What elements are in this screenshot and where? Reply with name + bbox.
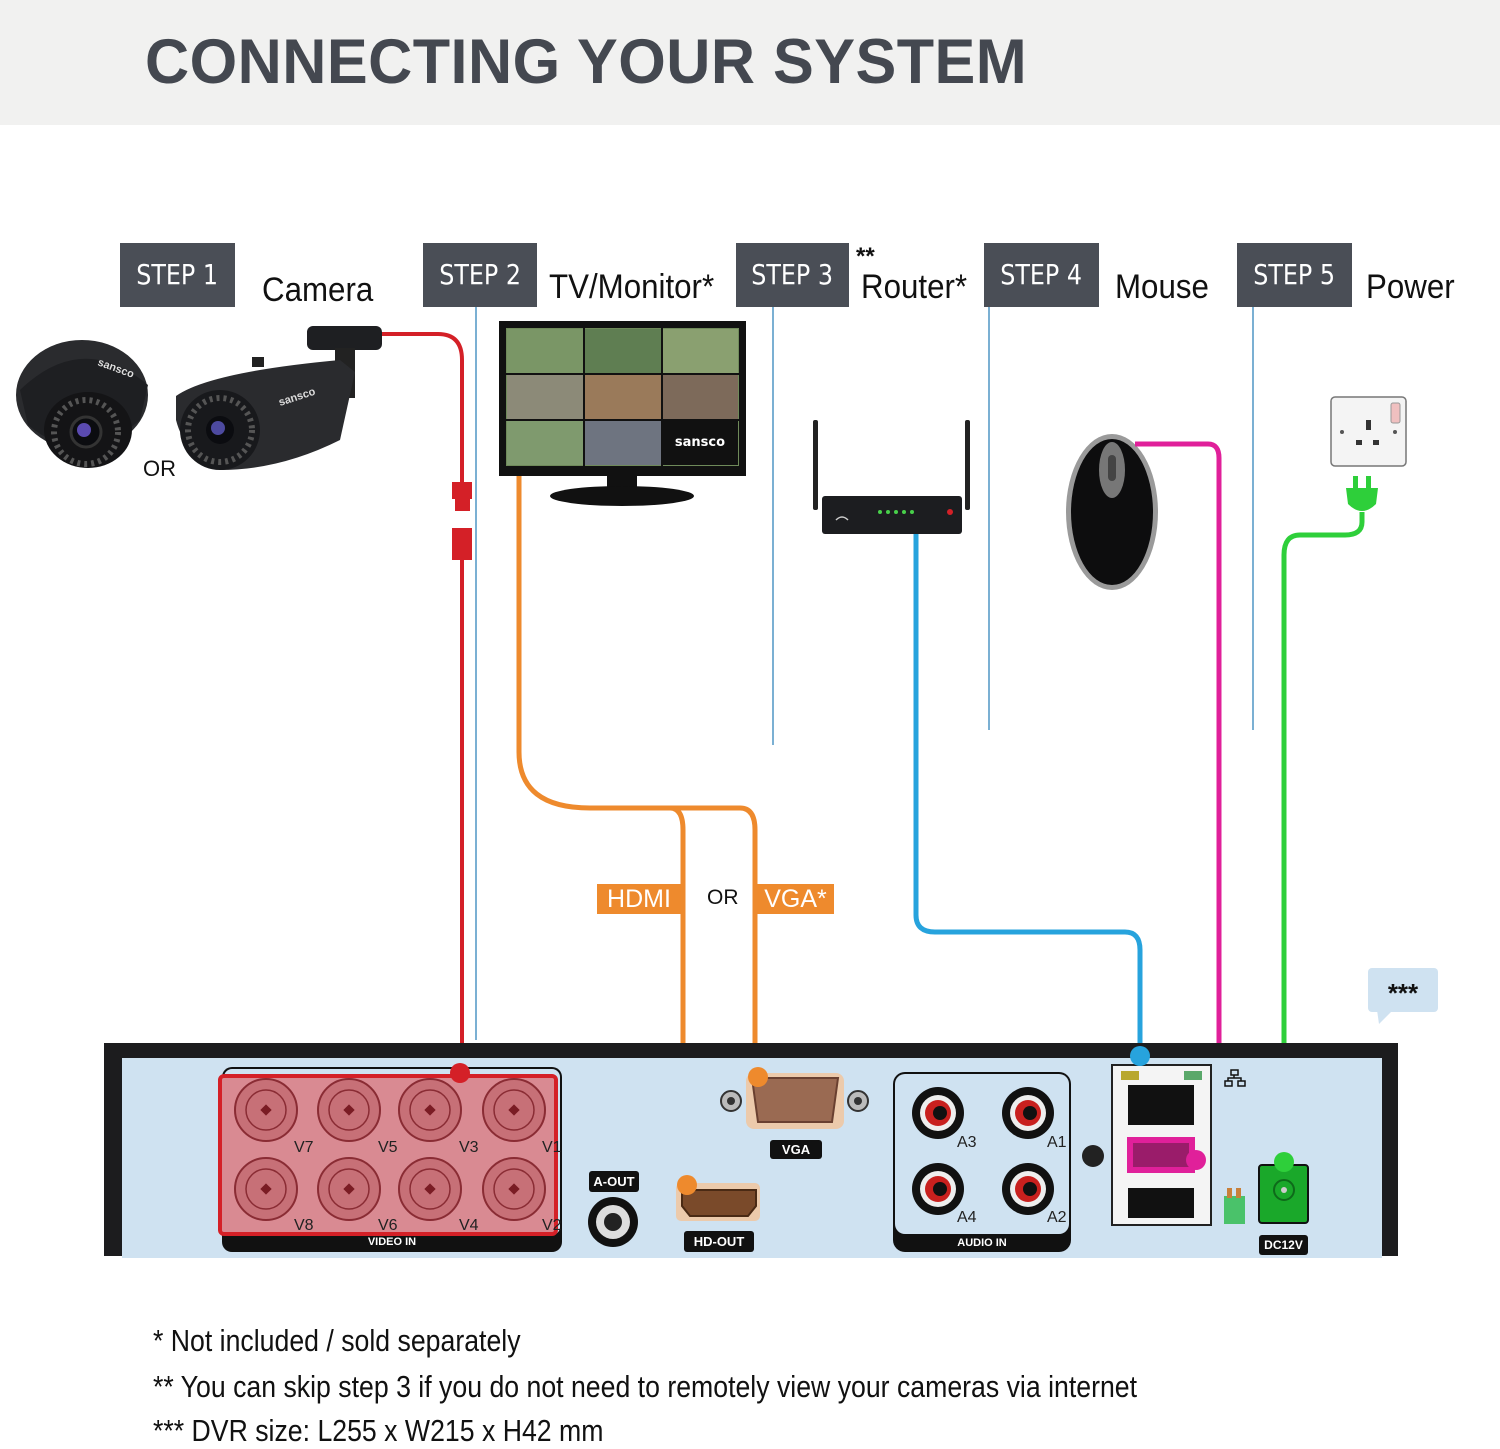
footnote-2: ** You can skip step 3 if you do not nee…	[153, 1369, 1138, 1404]
step-3-badge: STEP 3	[736, 243, 849, 307]
step-5-badge: STEP 5	[1237, 243, 1352, 307]
video-in-highlight	[218, 1074, 558, 1236]
a-out-label: A-OUT	[589, 1171, 639, 1192]
footnote-1: * Not included / sold separately	[153, 1323, 521, 1358]
step-1-badge: STEP 1	[120, 243, 235, 307]
audio-channel-label: A3	[957, 1134, 977, 1151]
vga-tag: VGA*	[757, 884, 834, 914]
svg-text:sansco: sansco	[675, 435, 725, 450]
dvr-unit	[104, 1043, 1398, 1258]
channel-label: V5	[378, 1139, 398, 1156]
step-5-device-label: Power	[1366, 268, 1455, 306]
dc12v-label: DC12V	[1259, 1235, 1308, 1255]
step-3-device-label: Router*	[861, 268, 968, 306]
mouse-icon	[1066, 434, 1158, 590]
audio-channel-label: A4	[957, 1209, 977, 1226]
step-1-device-label: Camera	[262, 271, 374, 309]
video-output-or-label: OR	[707, 886, 739, 909]
power-plug-icon	[1346, 476, 1378, 511]
rca-ports	[912, 1087, 1054, 1215]
channel-label: V3	[459, 1139, 479, 1156]
ground-screw	[1082, 1145, 1104, 1167]
network-icon	[1224, 1069, 1246, 1087]
step-4-badge: STEP 4	[984, 243, 1099, 307]
channel-label: V6	[378, 1217, 398, 1234]
vga-port	[750, 1077, 840, 1123]
router-icon	[813, 420, 970, 534]
lan-port	[1128, 1085, 1194, 1125]
audio-in-label: AUDIO IN	[957, 1237, 1007, 1249]
audio-channel-label: A1	[1047, 1134, 1067, 1151]
channel-label: V8	[294, 1217, 314, 1234]
step-2-device-label: TV/Monitor*	[549, 268, 715, 306]
bubble-tail	[1377, 1010, 1393, 1024]
channel-label: V4	[459, 1217, 479, 1234]
vga-port-label: VGA	[770, 1140, 822, 1159]
monitor-cable	[516, 476, 758, 1185]
guide-lines	[475, 307, 1254, 1040]
step-4-device-label: Mouse	[1115, 268, 1209, 306]
page-title: CONNECTING YOUR SYSTEM	[145, 27, 1028, 97]
step-2-badge: STEP 2	[423, 243, 537, 307]
channel-label: V1	[542, 1139, 562, 1156]
alarm-terminal	[1224, 1196, 1245, 1224]
camera-cable	[382, 332, 472, 1083]
header-band: CONNECTING YOUR SYSTEM	[0, 0, 1500, 125]
footnote-3: *** DVR size: L255 x W215 x H42 mm	[153, 1413, 604, 1448]
dimension-note-bubble: ***	[1368, 968, 1438, 1012]
bullet-camera-icon: sansco	[176, 326, 382, 470]
hdmi-port	[681, 1189, 757, 1217]
power-outlet-icon	[1330, 396, 1407, 467]
dome-camera-icon: sansco	[16, 340, 148, 468]
video-in-label: VIDEO IN	[367, 1236, 417, 1248]
bnc-connector-bottom	[452, 528, 472, 560]
audio-channel-label: A2	[1047, 1209, 1067, 1226]
hd-out-label: HD-OUT	[684, 1231, 754, 1252]
router-cable	[913, 534, 1143, 1056]
step-3-footnote-marker: **	[856, 243, 875, 270]
hdmi-tag: HDMI	[597, 884, 681, 914]
channel-label: V7	[294, 1139, 314, 1156]
bnc-connector-top	[452, 482, 472, 499]
power-cable	[1281, 512, 1365, 1162]
monitor-icon: sansco	[499, 321, 746, 506]
dc-power-jack	[1258, 1164, 1309, 1224]
usb-port-2	[1128, 1188, 1194, 1218]
camera-or-label: OR	[143, 456, 176, 481]
channel-label: V2	[542, 1217, 562, 1234]
